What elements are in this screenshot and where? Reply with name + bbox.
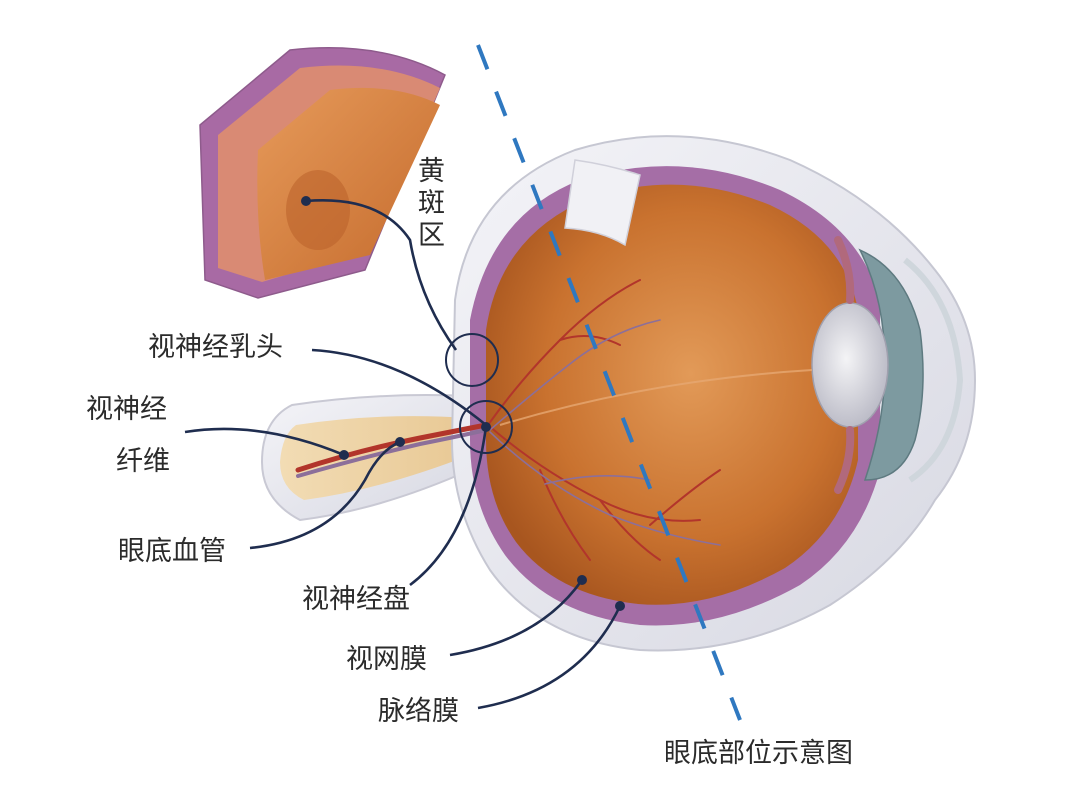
label-optic-nerve-fiber-1: 视神经 [86,394,167,425]
label-optic-papilla: 视神经乳头 [148,332,283,363]
fundus-reference-dashed-line [476,44,742,721]
cut-notch [564,159,641,247]
diagram-caption: 眼底部位示意图 [664,738,853,769]
leader-macula [305,199,458,351]
leader-lines [184,196,625,710]
eyeball [260,135,977,652]
lens [811,302,889,428]
label-retina: 视网膜 [346,644,427,675]
optic-disc-circle [459,400,513,454]
optic-nerve-fibers [295,422,489,473]
leader-optic-nerve-fiber [184,427,345,457]
label-optic-nerve-fiber-2: 纤维 [116,446,170,477]
macula-inset [199,47,446,299]
fundus-interior [486,184,858,605]
optic-nerve-fibers-vein [296,428,488,478]
cornea [903,257,964,483]
label-fundus-vessels: 眼底血管 [118,536,226,567]
label-choroid: 脉络膜 [378,696,459,727]
label-macula-3: 区 [418,220,445,251]
label-macula-2: 斑 [418,188,445,219]
optic-papilla-circle [445,333,499,387]
leader-choroid [477,605,622,710]
leader-optic-papilla [311,348,487,427]
equator-line [499,369,813,426]
label-optic-disc: 视神经盘 [302,584,410,615]
fundus-blood-vessels [487,279,721,561]
label-macula-1: 黄 [418,156,445,187]
leader-optic-disc [409,426,488,587]
macula-pit [286,170,350,250]
leader-retina [449,579,584,657]
leader-fundus-vessels [249,440,401,550]
ciliary-body [834,236,855,494]
